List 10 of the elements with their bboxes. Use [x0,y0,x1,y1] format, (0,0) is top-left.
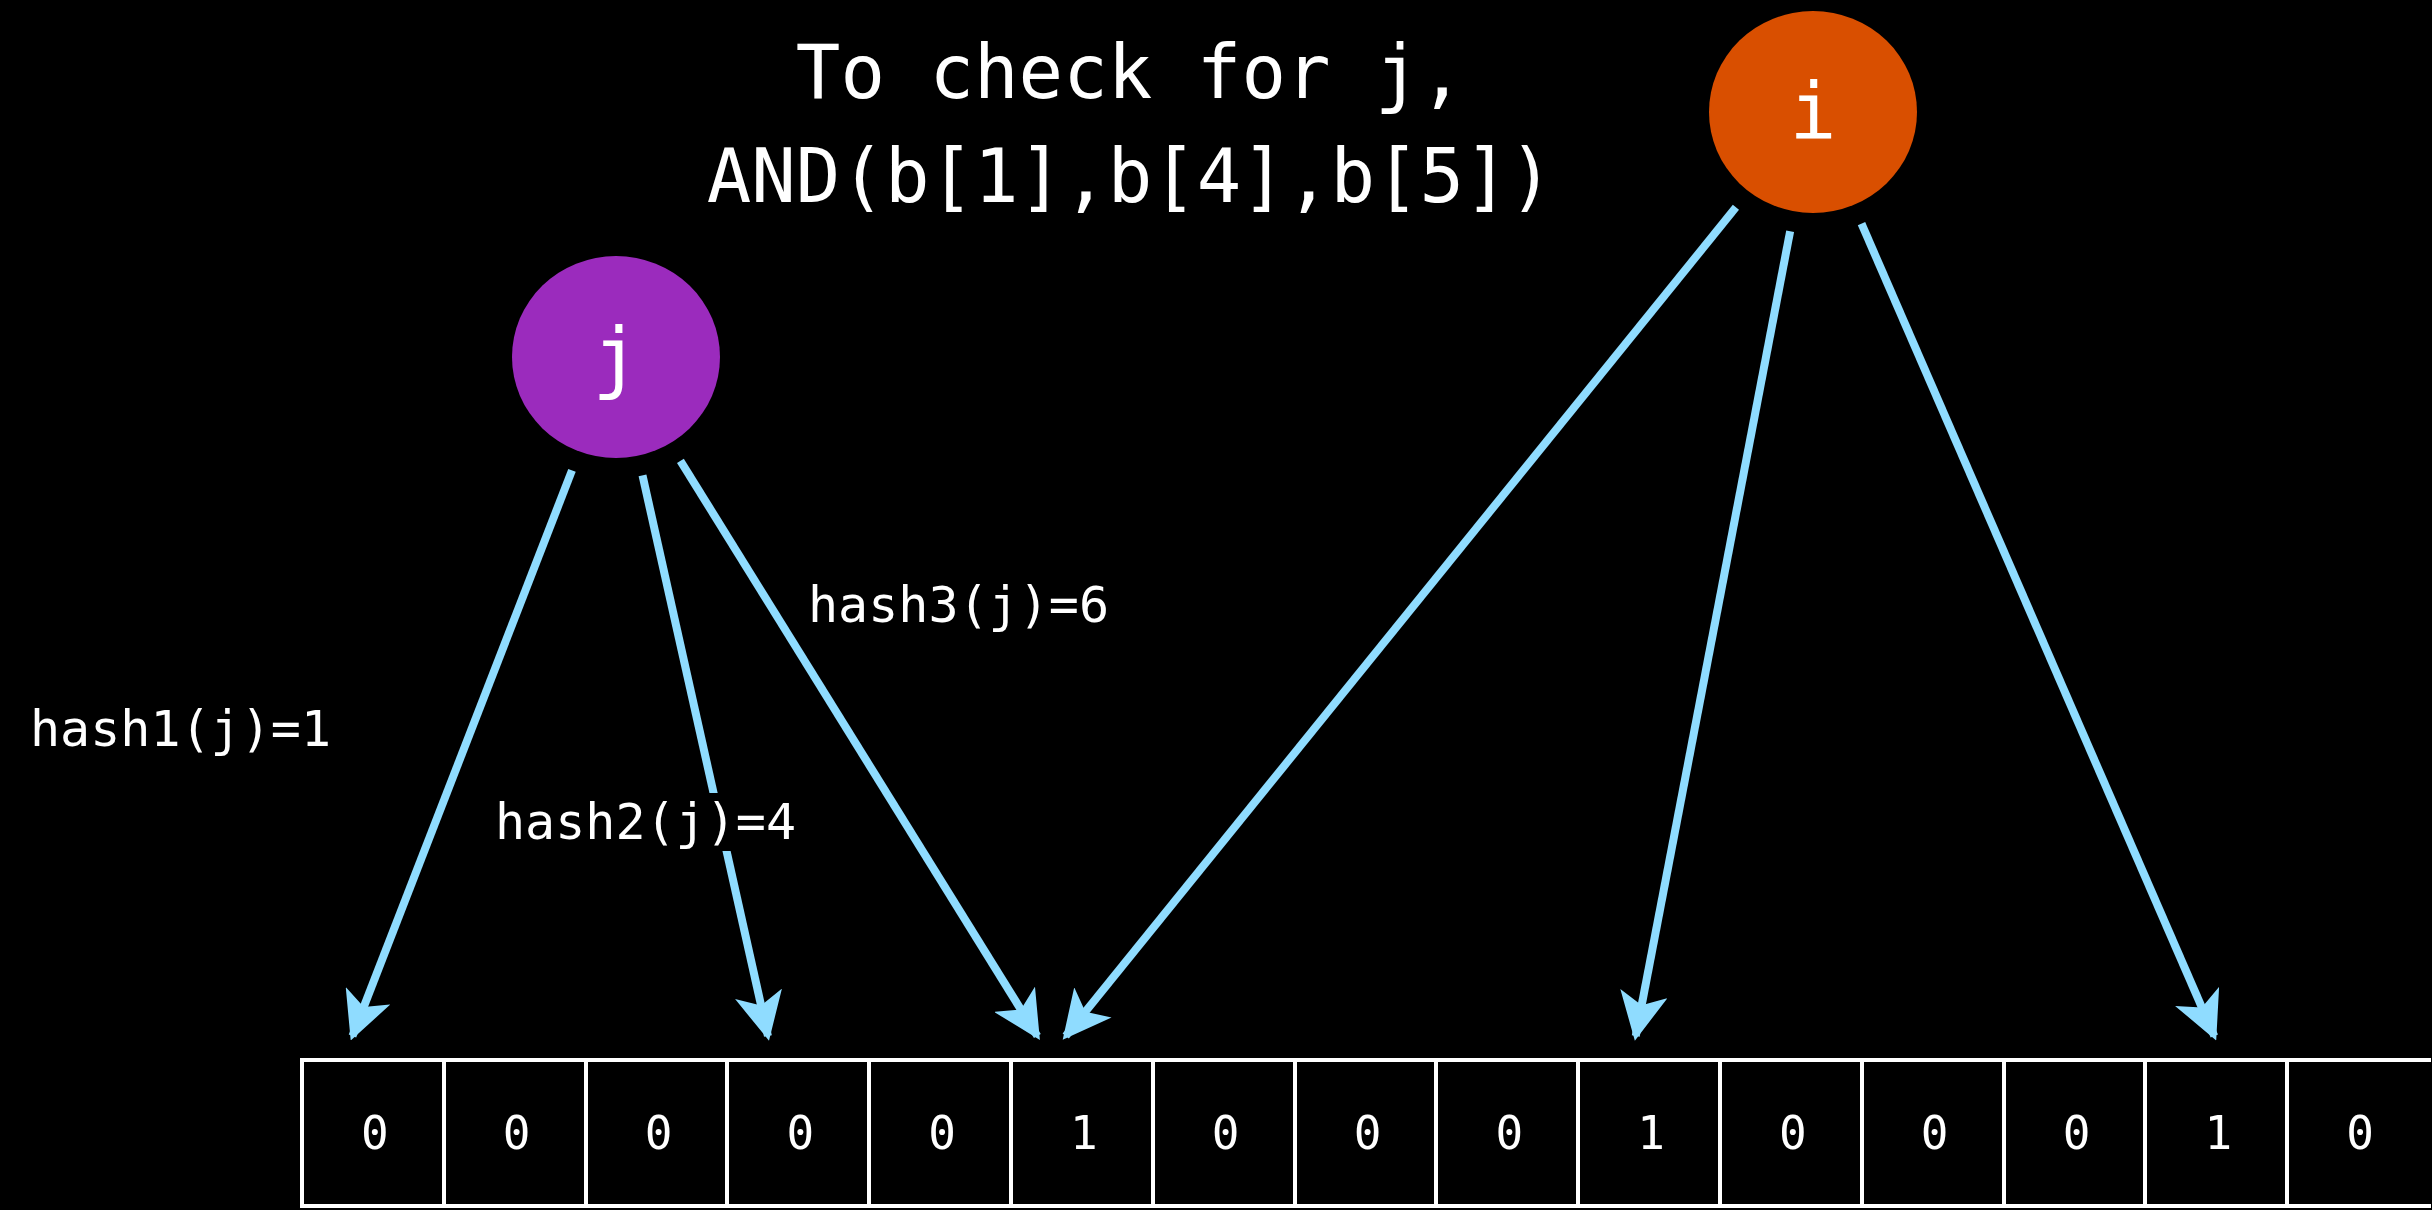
arrow [1857,222,2220,1041]
bit-cell: 0 [2285,1058,2431,1208]
circle-node: j [512,256,720,458]
title: To check for j, AND(b[1],b[4],b[5]) [705,28,1555,221]
arrow [345,468,576,1041]
arrow [1062,204,1740,1040]
arrow [677,458,1041,1041]
arrow [638,474,782,1041]
circle-node: i [1709,11,1917,213]
arrow [1620,230,1795,1041]
